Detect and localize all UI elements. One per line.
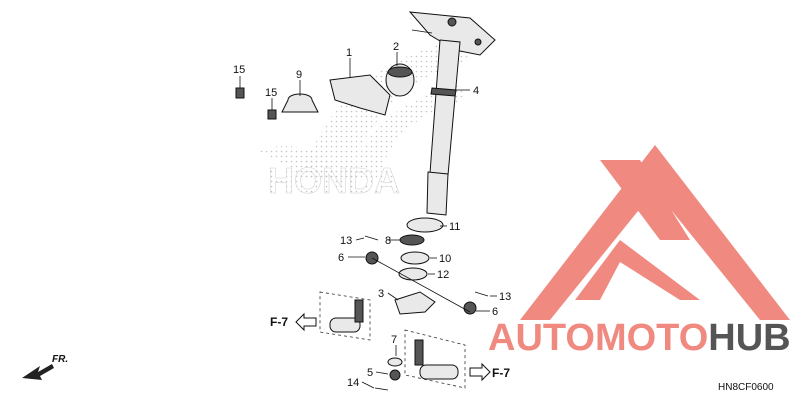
cotter-pin [364, 235, 379, 241]
front-direction-marker: FR. [22, 354, 68, 380]
callout-2: 2 [393, 41, 399, 53]
flange-bolt [267, 109, 277, 120]
washer [387, 357, 403, 367]
tie-rod-end-left [329, 317, 361, 333]
nut [389, 369, 401, 381]
honda-brand-watermark: HONDA [268, 160, 400, 201]
ref-label-left: F-7 [270, 315, 288, 329]
logo-word-moto: MOTO [595, 317, 708, 359]
callout-14: 14 [347, 377, 359, 389]
callout-labels: 1 2 4 9 15 15 11 8 10 12 13 13 6 6 3 7 5… [233, 41, 511, 389]
callout-7: 7 [391, 334, 397, 346]
tie-rod-line [371, 257, 471, 313]
ref-label-right: F-7 [492, 366, 510, 380]
callout-15-b: 15 [265, 87, 277, 99]
automotohub-logo-mark [520, 145, 790, 320]
callout-6-a: 6 [338, 252, 344, 264]
callout-11: 11 [449, 221, 460, 233]
tie-rod-box-left [319, 291, 371, 341]
plate-bolt [447, 17, 457, 27]
callout-13-a: 13 [340, 235, 352, 247]
tie-rod-end-right [419, 364, 459, 380]
cotter-pin [374, 387, 389, 391]
logo-triangle-inner [575, 240, 700, 300]
logo-triangle-stroke [600, 160, 690, 240]
callout-6-b: 6 [492, 306, 498, 318]
shaft-top-plate [408, 11, 496, 56]
logo-word-auto: AUTO [488, 317, 595, 359]
ref-arrow-left[interactable]: F-7 [270, 312, 317, 332]
diagram-code: HN8CF0600 [718, 382, 774, 393]
right-arrow-icon [469, 362, 491, 382]
plate-pin [411, 29, 433, 34]
tie-rods [319, 291, 466, 391]
callout-15-a: 15 [233, 64, 245, 76]
callout-12: 12 [437, 269, 449, 281]
plate-bolt [474, 38, 482, 46]
callout-8: 8 [385, 235, 391, 247]
steering-arm [394, 291, 436, 315]
automotohub-logo-text: AUTOMOTOHUB [488, 317, 791, 359]
castle-nut [463, 301, 477, 315]
callout-9: 9 [296, 69, 302, 81]
leader-lines [239, 52, 497, 389]
callout-13-b: 13 [499, 291, 511, 303]
callout-1: 1 [346, 47, 352, 59]
callout-10: 10 [439, 253, 451, 265]
callout-3: 3 [378, 288, 384, 300]
svg-text:AUTOMOTOHUB: AUTOMOTOHUB [488, 317, 791, 359]
dust-seal [400, 251, 430, 265]
front-label: FR. [52, 354, 68, 365]
cotter-pin [474, 291, 489, 297]
bushing-top [387, 66, 413, 78]
logo-triangle-outer [520, 145, 790, 320]
left-arrow-icon [295, 312, 317, 332]
flange-bolt [235, 87, 245, 99]
shaft-spline [426, 171, 449, 216]
tie-rod-stud-left [354, 299, 364, 323]
washer [399, 234, 425, 246]
holder-parts [235, 63, 415, 120]
steering-arm-lower [365, 251, 477, 315]
steering-shaft-holder [329, 74, 391, 116]
steering-shaft-assembly [408, 11, 496, 216]
ref-arrow-right[interactable]: F-7 [469, 362, 510, 382]
oil-seal [406, 217, 444, 233]
shaft-band [281, 93, 319, 113]
bearing [398, 267, 428, 281]
front-arrow-icon [22, 364, 54, 380]
logo-word-hub: HUB [708, 317, 790, 359]
bearing-stack [364, 217, 489, 297]
shaft-collar [430, 87, 457, 97]
callout-5: 5 [367, 367, 373, 379]
tie-rod-stud-right [414, 339, 424, 366]
tie-rod-box-right [404, 329, 466, 389]
callout-4: 4 [473, 85, 479, 97]
